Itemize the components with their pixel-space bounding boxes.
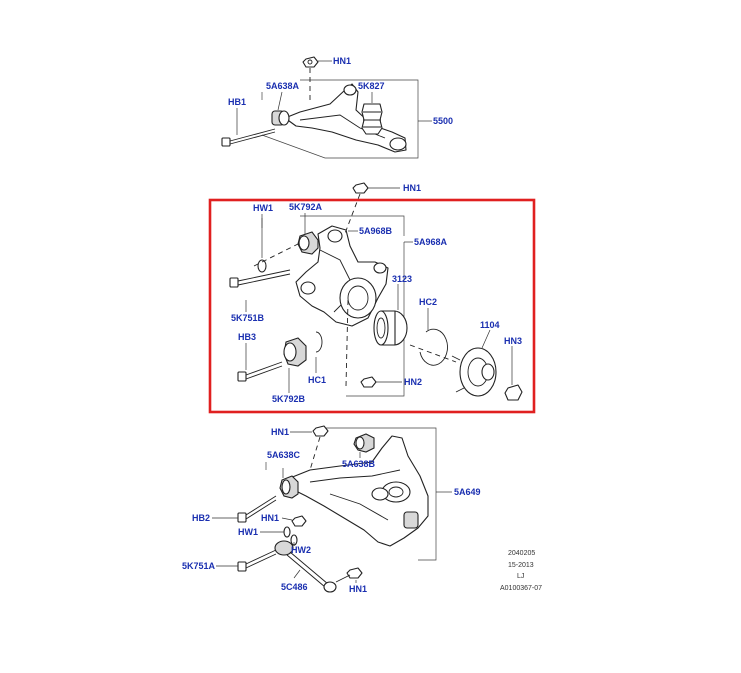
bolt-5k751b: [229, 269, 291, 288]
label-5a638a: 5A638A: [266, 81, 300, 91]
nut-hn1-bottom: [335, 567, 363, 583]
bearing-3123: [373, 310, 408, 346]
circlip-hc1: [315, 331, 323, 353]
label-5k827: 5K827: [358, 81, 385, 91]
label-hb2: HB2: [192, 513, 210, 523]
reference-code-4: A0100367-07: [500, 585, 542, 592]
label-5k751a: 5K751A: [182, 561, 216, 571]
nut-hn1-top: [302, 56, 319, 68]
bolt-hb2: [237, 495, 277, 523]
nut-hn1-mid: [291, 515, 307, 527]
lower-arm-group: [212, 425, 452, 593]
label-5a638b: 5A638B: [342, 459, 376, 469]
bolt-hb1: [221, 128, 276, 147]
bolt-5k751a: [237, 549, 277, 572]
label-hn1-mid: HN1: [261, 513, 279, 523]
circlip-hc2: [419, 328, 448, 366]
label-5a968b: 5A968B: [359, 226, 393, 236]
label-5a649: 5A649: [454, 487, 481, 497]
reference-code-3: LJ: [517, 573, 524, 580]
washer-hw1: [257, 259, 267, 273]
label-hb1: HB1: [228, 97, 246, 107]
knuckle-group: [229, 182, 523, 401]
link-5c486: [274, 540, 337, 593]
label-5a968a: 5A968A: [414, 237, 448, 247]
label-hc1: HC1: [308, 375, 326, 385]
label-hn1-bottom: HN1: [349, 584, 367, 594]
label-5500: 5500: [433, 116, 453, 126]
label-hb3: HB3: [238, 332, 256, 342]
label-hn1-lower: HN1: [271, 427, 289, 437]
hub-1104: [451, 347, 497, 397]
label-5k751b: 5K751B: [231, 313, 265, 323]
label-1104: 1104: [480, 320, 500, 330]
label-5k792a: 5K792A: [289, 202, 323, 212]
label-hc2: HC2: [419, 297, 437, 307]
bump-stop-5k827: [361, 103, 383, 135]
label-hn2: HN2: [404, 377, 422, 387]
label-hw1-knuckle: HW1: [253, 203, 273, 213]
nut-hn1-lower: [312, 425, 329, 437]
upper-arm-group: [221, 56, 432, 159]
washer-hw1-lower: [283, 526, 291, 538]
label-hw2: HW2: [291, 545, 311, 555]
label-3123: 3123: [392, 274, 412, 284]
label-5c486: 5C486: [281, 582, 308, 592]
highlight-box: [208, 198, 536, 414]
label-hn3: HN3: [504, 336, 522, 346]
label-hn1-knuckle: HN1: [403, 183, 421, 193]
upper-arm-5500: [284, 83, 407, 153]
label-hn1-top: HN1: [333, 56, 351, 66]
nut-hn3: [504, 384, 523, 401]
reference-code-2: 15-2013: [508, 562, 534, 569]
bolt-hb3: [237, 361, 283, 382]
reference-code-1: 2040205: [508, 550, 535, 557]
lower-arm-5a649: [289, 435, 429, 547]
nut-hn2: [360, 376, 377, 388]
label-hw1-lower: HW1: [238, 527, 258, 537]
label-5a638c: 5A638C: [267, 450, 301, 460]
nut-hn1-knuckle: [352, 182, 369, 194]
label-5k792b: 5K792B: [272, 394, 306, 404]
